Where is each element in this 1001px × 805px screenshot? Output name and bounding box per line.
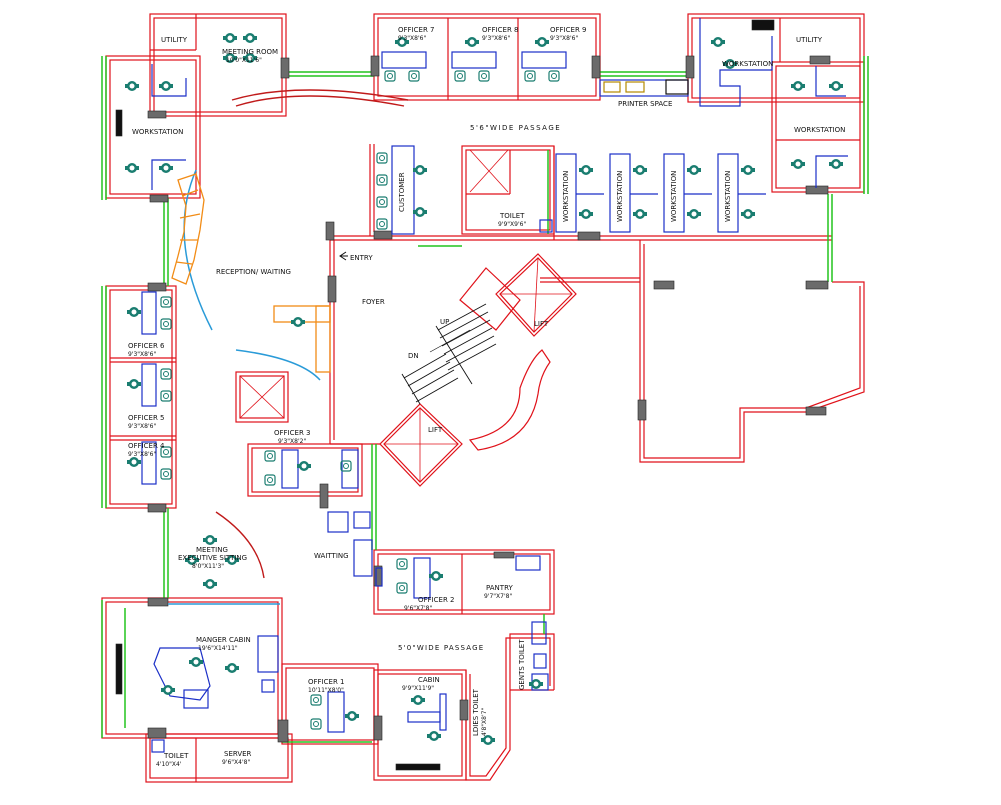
label-ws4: WORKSTATION <box>724 171 732 222</box>
label-officer3: OFFICER 3 <box>274 429 310 437</box>
lift-shafts <box>239 149 572 482</box>
label-ladies-toilet-size: 4'8"X8'7" <box>481 708 488 736</box>
label-manager-cabin: MANGER CABIN <box>196 636 251 644</box>
reception-counter <box>171 173 331 373</box>
label-passage-bottom: 5'0"WIDE PASSAGE <box>398 644 484 652</box>
label-utility-left: UTILITY <box>161 36 188 44</box>
label-workstation-left: WORKSTATION <box>132 128 183 136</box>
label-server-size: 9'6"X4'8" <box>222 759 250 766</box>
label-officer9-size: 9'3"X8'6" <box>550 35 578 42</box>
staircase <box>401 303 497 405</box>
columns <box>115 19 831 771</box>
label-officer8-size: 9'3"X8'6" <box>482 35 510 42</box>
label-officer2: OFFICER 2 <box>418 596 454 604</box>
label-waiting: WAITTING <box>314 552 349 560</box>
label-officer7-size: 9'3"X8'6" <box>398 35 426 42</box>
label-meeting-room-size: 10'0"X11'6" <box>226 57 262 64</box>
label-customer: CUSTOMER <box>398 172 406 212</box>
label-toilet-bl: TOILET <box>163 752 189 760</box>
label-meeting-room: MEETING ROOM <box>222 48 278 56</box>
label-toilet-top: TOILET <box>499 212 525 220</box>
label-toilet-top-size: 9'9"X9'6" <box>498 221 526 228</box>
label-officer1-size: 10'11"X8'0" <box>308 687 344 694</box>
label-lift1: LIFT <box>534 320 549 328</box>
label-ws2: WORKSTATION <box>616 171 624 222</box>
label-printer-space: PRINTER SPACE <box>618 100 672 108</box>
label-workstation-tr: WORKSTATION <box>722 60 773 68</box>
label-lift2: LIFT <box>428 426 443 434</box>
label-utility-right: UTILITY <box>796 36 823 44</box>
windows <box>101 56 869 743</box>
label-cabin: CABIN <box>418 676 440 684</box>
furniture <box>141 18 848 753</box>
label-officer5: OFFICER 5 <box>128 414 164 422</box>
label-up: UP <box>440 318 449 326</box>
label-pantry: PANTRY <box>486 584 513 592</box>
label-passage-top: 5'6"WIDE PASSAGE <box>470 124 561 132</box>
label-toilet-bl-size: 4'10"X4' <box>156 761 182 768</box>
entry-arrow-icon <box>339 251 348 261</box>
label-officer5-size: 9'3"X8'6" <box>128 423 156 430</box>
label-officer6: OFFICER 6 <box>128 342 165 350</box>
label-manager-cabin-size: 19'6"X14'11" <box>198 645 238 652</box>
label-officer7: OFFICER 7 <box>398 26 434 34</box>
label-ws3: WORKSTATION <box>670 171 678 222</box>
label-cabin-size: 9'9"X11'9" <box>402 685 434 692</box>
label-officer8: OFFICER 8 <box>482 26 518 34</box>
label-officer4-size: 9'3"X8'6" <box>128 451 156 458</box>
label-meeting-exec-size: 8'0"X11'3" <box>192 563 224 570</box>
label-officer4: OFFICER 4 <box>128 442 165 450</box>
label-server: SERVER <box>224 750 252 758</box>
label-ws1: WORKSTATION <box>562 171 570 222</box>
label-officer9: OFFICER 9 <box>550 26 586 34</box>
label-meeting-exec: MEETING <box>196 546 228 554</box>
label-entry: ENTRY <box>350 254 373 262</box>
label-reception: RECEPTION/ WAITING <box>216 268 291 276</box>
curves <box>168 89 551 605</box>
label-pantry-size: 9'7"X7'8" <box>484 593 512 600</box>
label-officer1: OFFICER 1 <box>308 678 344 686</box>
label-officer3-size: 9'3"X8'2" <box>278 438 306 445</box>
label-workstation-right: WORKSTATION <box>794 126 845 134</box>
label-gents-toilet: GENTS TOILET <box>518 639 526 690</box>
label-foyer: FOYER <box>362 298 385 306</box>
label-dn: DN <box>408 352 419 360</box>
label-ladies-toilet: LDIES TOILET <box>472 688 480 736</box>
label-officer6-size: 9'3"X8'6" <box>128 351 156 358</box>
label-officer2-size: 9'6"X7'8" <box>404 605 432 612</box>
room-labels: UTILITY MEETING ROOM 10'0"X11'6" OFFICER… <box>128 26 845 768</box>
label-meeting-exec-2: EXECUTIVE SITTING <box>178 554 247 562</box>
